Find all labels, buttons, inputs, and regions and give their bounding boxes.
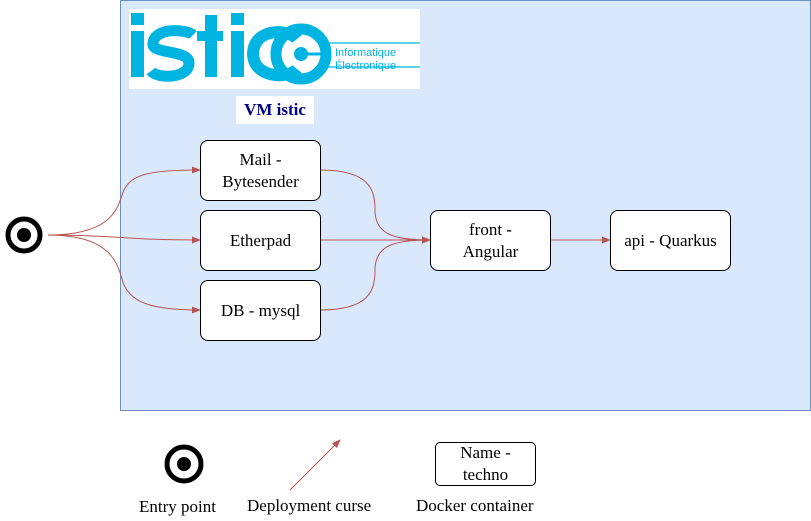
node-etherpad-label: Etherpad	[229, 230, 292, 250]
edge-entry-db	[47, 234, 201, 314]
legend-container-sample-label: Name - techno	[460, 443, 511, 484]
legend-container-sample: Name - techno	[435, 442, 536, 486]
node-front-label: front - Angular	[462, 219, 519, 261]
node-mail-label: Mail - Bytesender	[222, 149, 299, 191]
logo-line1: Informatique	[335, 47, 396, 59]
entry-point-icon	[5, 216, 43, 254]
logo-line2: Électronique	[335, 59, 396, 72]
node-mail-bytesender[interactable]: Mail - Bytesender	[200, 140, 321, 201]
edge-entry-mail	[47, 166, 201, 236]
node-api-label: api - Quarkus	[624, 230, 717, 250]
legend-deployment-label: Deployment curse	[247, 496, 372, 515]
node-etherpad[interactable]: Etherpad	[200, 210, 321, 271]
vm-title: VM istic	[236, 96, 314, 124]
edge-entry-etherpad	[47, 234, 201, 244]
legend-docker-label: Docker container	[416, 496, 534, 515]
legend-entry-point-label: Entry point	[139, 497, 216, 516]
node-api-quarkus[interactable]: api - Quarkus	[610, 210, 731, 271]
edge-mail-front	[319, 169, 431, 244]
istic-logo: Informatique Électronique	[129, 9, 420, 89]
node-front-angular[interactable]: front - Angular	[430, 210, 551, 271]
node-db-label: DB - mysql	[220, 300, 301, 320]
edge-db-front	[319, 236, 431, 311]
legend-entry-point-icon	[164, 444, 204, 484]
node-db-mysql[interactable]: DB - mysql	[200, 280, 321, 341]
legend-edge-sample	[289, 439, 341, 491]
